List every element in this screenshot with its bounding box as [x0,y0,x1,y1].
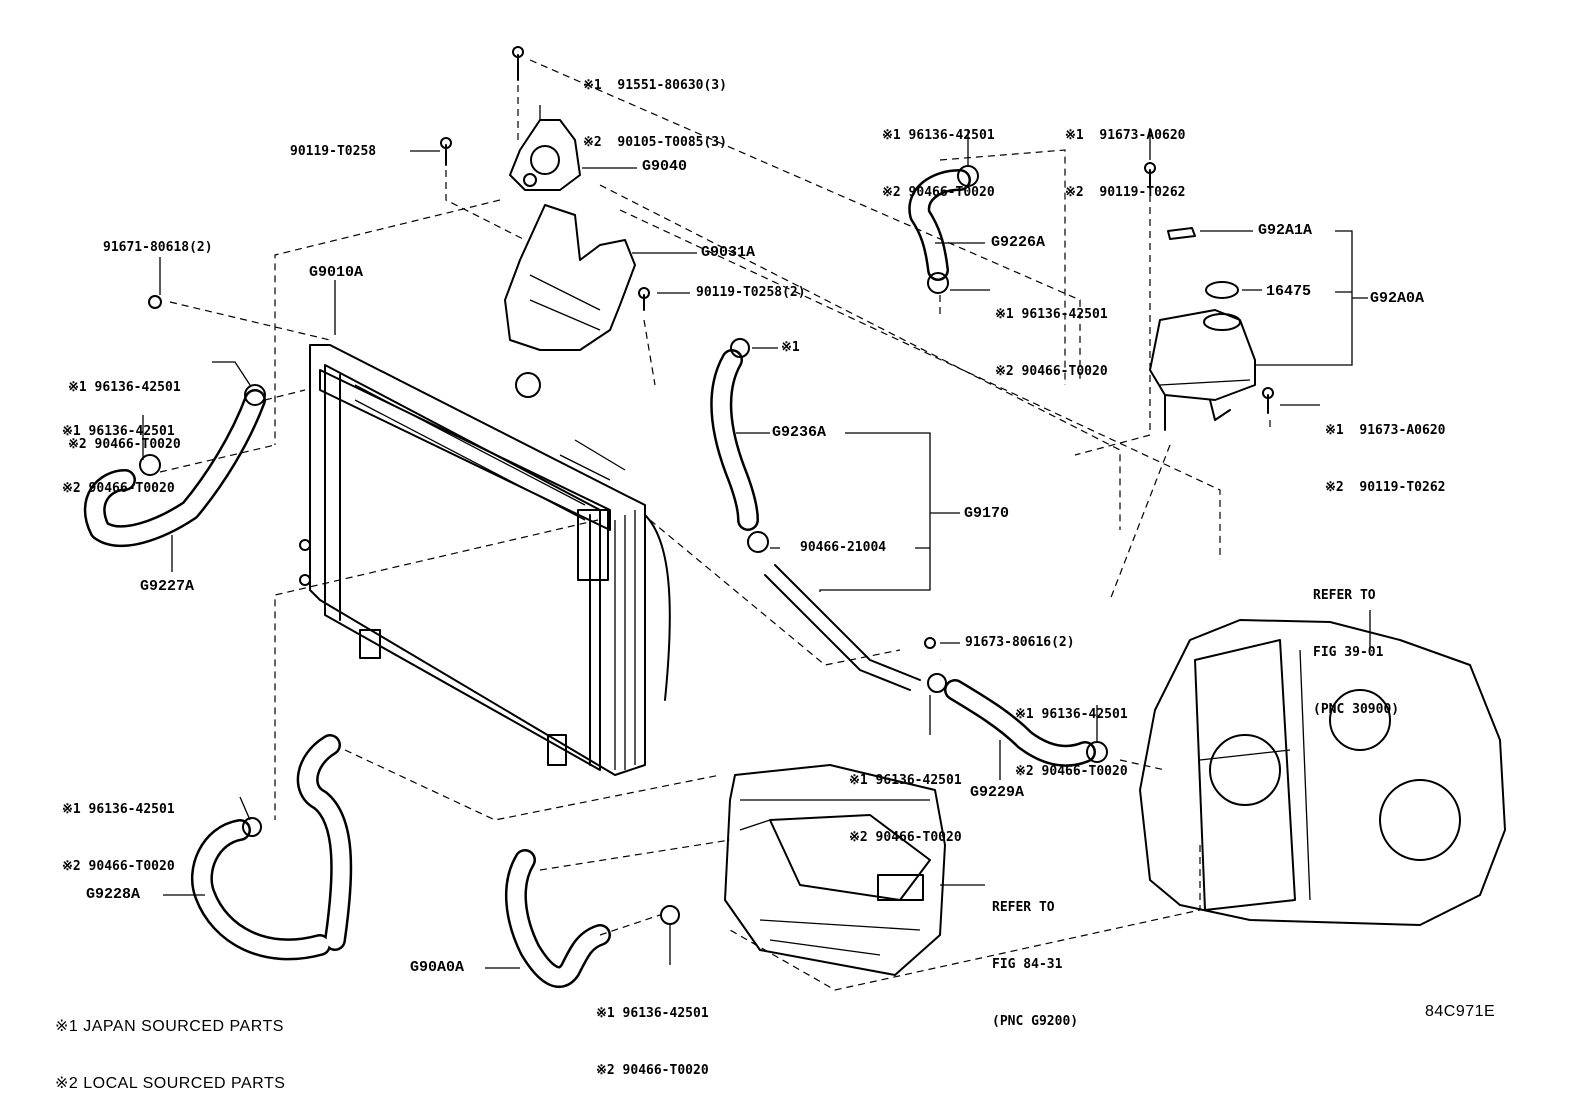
illustration-code: 84C971E [1425,1003,1496,1020]
label-line: ※2 90466-T0020 [62,481,175,496]
label-bolt-reservoir: ※1 91673-A0620 ※2 90119-T0262 [1325,383,1445,516]
label-g92a1a: G92A1A [1258,222,1313,239]
note-local-sourced: ※2 LOCAL SOURCED PARTS [55,1075,286,1092]
label-bolt-top: ※1 91551-80630(3) ※2 90105-T0085(3) [583,38,727,171]
label-clamp-c: ※1 96136-42501 ※2 90466-T0020 [882,88,995,221]
label-g9170: G9170 [964,505,1010,522]
label-line: ※1 96136-42501 [68,380,181,395]
leader-lines [142,128,1371,969]
label-clamp-a: ※1 96136-42501 ※2 90466-T0020 [68,340,181,473]
clamps [139,165,1108,925]
label-line: ※1 96136-42501 [596,1006,709,1021]
label-line: REFER TO [1313,588,1376,603]
label-g90a0a: G90A0A [410,959,465,976]
pipe-g9170 [764,564,921,691]
note-japan-sourced: ※1 JAPAN SOURCED PARTS [55,1018,284,1035]
label-clamp-g: ※1 96136-42501 ※2 90466-T0020 [62,762,175,895]
label-90119-t0258: 90119-T0258 [290,144,377,159]
label-g9040: G9040 [642,158,688,175]
label-clamp-f: ※1 96136-42501 ※2 90466-T0020 [849,733,962,866]
g9040-illustration [509,105,581,191]
label-line: ※2 90119-T0262 [1325,480,1446,495]
label-g9229a: G9229A [970,784,1025,801]
inverter-illustration [724,764,946,976]
label-line: (PNC 30900) [1313,702,1400,717]
label-line: ※2 90466-T0020 [68,437,181,452]
label-line: ※2 90105-T0085(3) [583,135,727,150]
label-line: ※1 96136-42501 [62,802,175,817]
label-91673-80616: 91673-80616(2) [965,635,1075,650]
label-refer-transaxle: REFER TO FIG 39-01 (PNC 30900) [1313,548,1399,738]
label-g9010a: G9010A [309,264,364,281]
bolts [148,46,1274,649]
label-line: ※2 90466-T0020 [995,364,1108,379]
label-line: ※2 90119-T0262 [1065,185,1186,200]
label-g92a0a: G92A0A [1370,290,1425,307]
label-line: ※1 91673-A0620 [1325,423,1446,438]
label-line: ※2 90466-T0020 [849,830,962,845]
label-clamp-h: ※1 96136-42501 ※2 90466-T0020 [596,966,709,1099]
label-16475: 16475 [1266,283,1312,300]
label-90466-21004: 90466-21004 [800,540,887,555]
label-line: ※1 91551-80630(3) [583,78,727,93]
reservoir-illustration [1149,227,1256,431]
label-line: REFER TO [992,900,1055,915]
label-clamp-b: ※1 96136-42501 ※2 90466-T0020 [62,384,175,517]
label-clamp-x1: ※1 [781,340,800,355]
hose-g9226a [908,169,971,281]
hose-g9236a [710,349,759,531]
label-line: ※1 96136-42501 [882,128,995,143]
label-refer-inverter: REFER TO FIG 84-31 (PNC G9200) [992,860,1078,1050]
label-line: ※2 90466-T0020 [62,859,175,874]
label-g9226a: G9226A [991,234,1046,251]
reference-lines [159,59,1271,991]
radiator-illustration [299,344,671,776]
transaxle-illustration [1139,619,1506,926]
legend-notes: ※1 JAPAN SOURCED PARTS ※2 LOCAL SOURCED … [55,979,285,1099]
label-line: FIG 39-01 [1313,645,1384,660]
label-90119-t0258-2: 90119-T0258(2) [696,285,806,300]
label-line: ※1 96136-42501 [1015,707,1128,722]
label-clamp-d: ※1 96136-42501 ※2 90466-T0020 [995,267,1108,400]
label-line: FIG 84-31 [992,957,1063,972]
g9031a-illustration [504,204,636,351]
label-line: ※1 96136-42501 [995,307,1108,322]
label-line: ※2 90466-T0020 [596,1063,709,1078]
label-line: ※1 91673-A0620 [1065,128,1186,143]
label-g9227a: G9227A [140,578,195,595]
hose-g90a0a [504,849,611,988]
label-g9031a: G9031A [701,244,756,261]
label-line: ※2 90466-T0020 [882,185,995,200]
hose-g9227a [83,389,266,548]
label-line: ※1 96136-42501 [62,424,175,439]
label-line: ※2 90466-T0020 [1015,764,1128,779]
label-g9236a: G9236A [772,424,827,441]
hose-g9228a [190,734,353,961]
label-line: ※1 96136-42501 [849,773,962,788]
label-91671-80618: 91671-80618(2) [103,240,213,255]
label-bolt-top-right: ※1 91673-A0620 ※2 90119-T0262 [1065,88,1185,221]
hose-g9229a [944,679,1096,767]
label-line: (PNC G9200) [992,1014,1079,1029]
label-g9228a: G9228A [86,886,141,903]
label-clamp-e: ※1 96136-42501 ※2 90466-T0020 [1015,667,1128,800]
